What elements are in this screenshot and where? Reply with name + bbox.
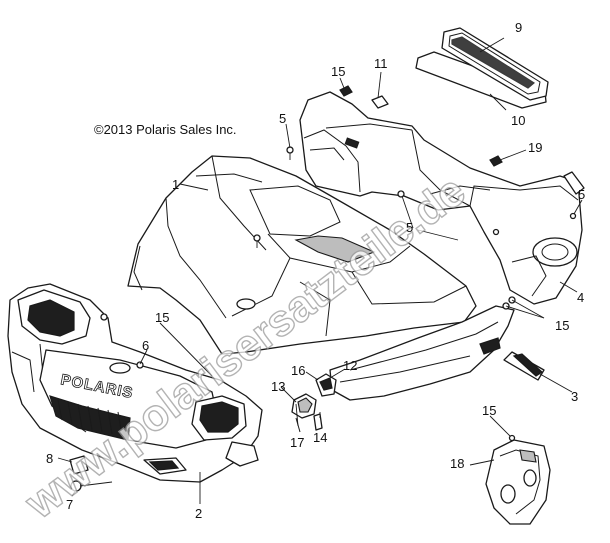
part-dash-pod [299, 91, 585, 305]
callout-1: 1 [172, 177, 179, 192]
callout-5-upper-left: 5 [279, 111, 286, 126]
part-front-fascia: POLARIS [7, 283, 263, 483]
callout-8: 8 [46, 451, 53, 466]
callout-15-left: 15 [155, 310, 169, 325]
callout-15-top: 15 [331, 64, 345, 79]
callout-4: 4 [577, 290, 584, 305]
callout-2: 2 [195, 506, 202, 521]
callout-10: 10 [511, 113, 525, 128]
callout-3: 3 [571, 389, 578, 404]
callout-5-right: 5 [578, 187, 585, 202]
callout-6: 6 [142, 338, 149, 353]
copyright-text: ©2013 Polaris Sales Inc. [94, 122, 237, 137]
callout-18: 18 [450, 456, 464, 471]
callout-19: 19 [528, 140, 542, 155]
part-visor-lens [415, 27, 549, 109]
callout-5-middle: 5 [406, 220, 413, 235]
callout-14: 14 [313, 430, 327, 445]
callout-16: 16 [291, 363, 305, 378]
leader-lines [57, 37, 583, 504]
callout-12: 12 [343, 358, 357, 373]
callout-7: 7 [66, 497, 73, 512]
callout-15-right: 15 [555, 318, 569, 333]
callout-13: 13 [271, 379, 285, 394]
callout-17: 17 [290, 435, 304, 450]
callout-11: 11 [374, 56, 388, 71]
part-switch-assembly [291, 373, 337, 433]
part-headlight-bulb [503, 351, 545, 381]
callout-15-lower: 15 [482, 403, 496, 418]
callout-9: 9 [515, 20, 522, 35]
callout-labels: 1 2 3 4 5 5 5 6 7 8 9 10 11 12 13 14 15 … [46, 20, 585, 521]
part-bracket [485, 439, 551, 525]
part-side-panel [329, 305, 515, 401]
